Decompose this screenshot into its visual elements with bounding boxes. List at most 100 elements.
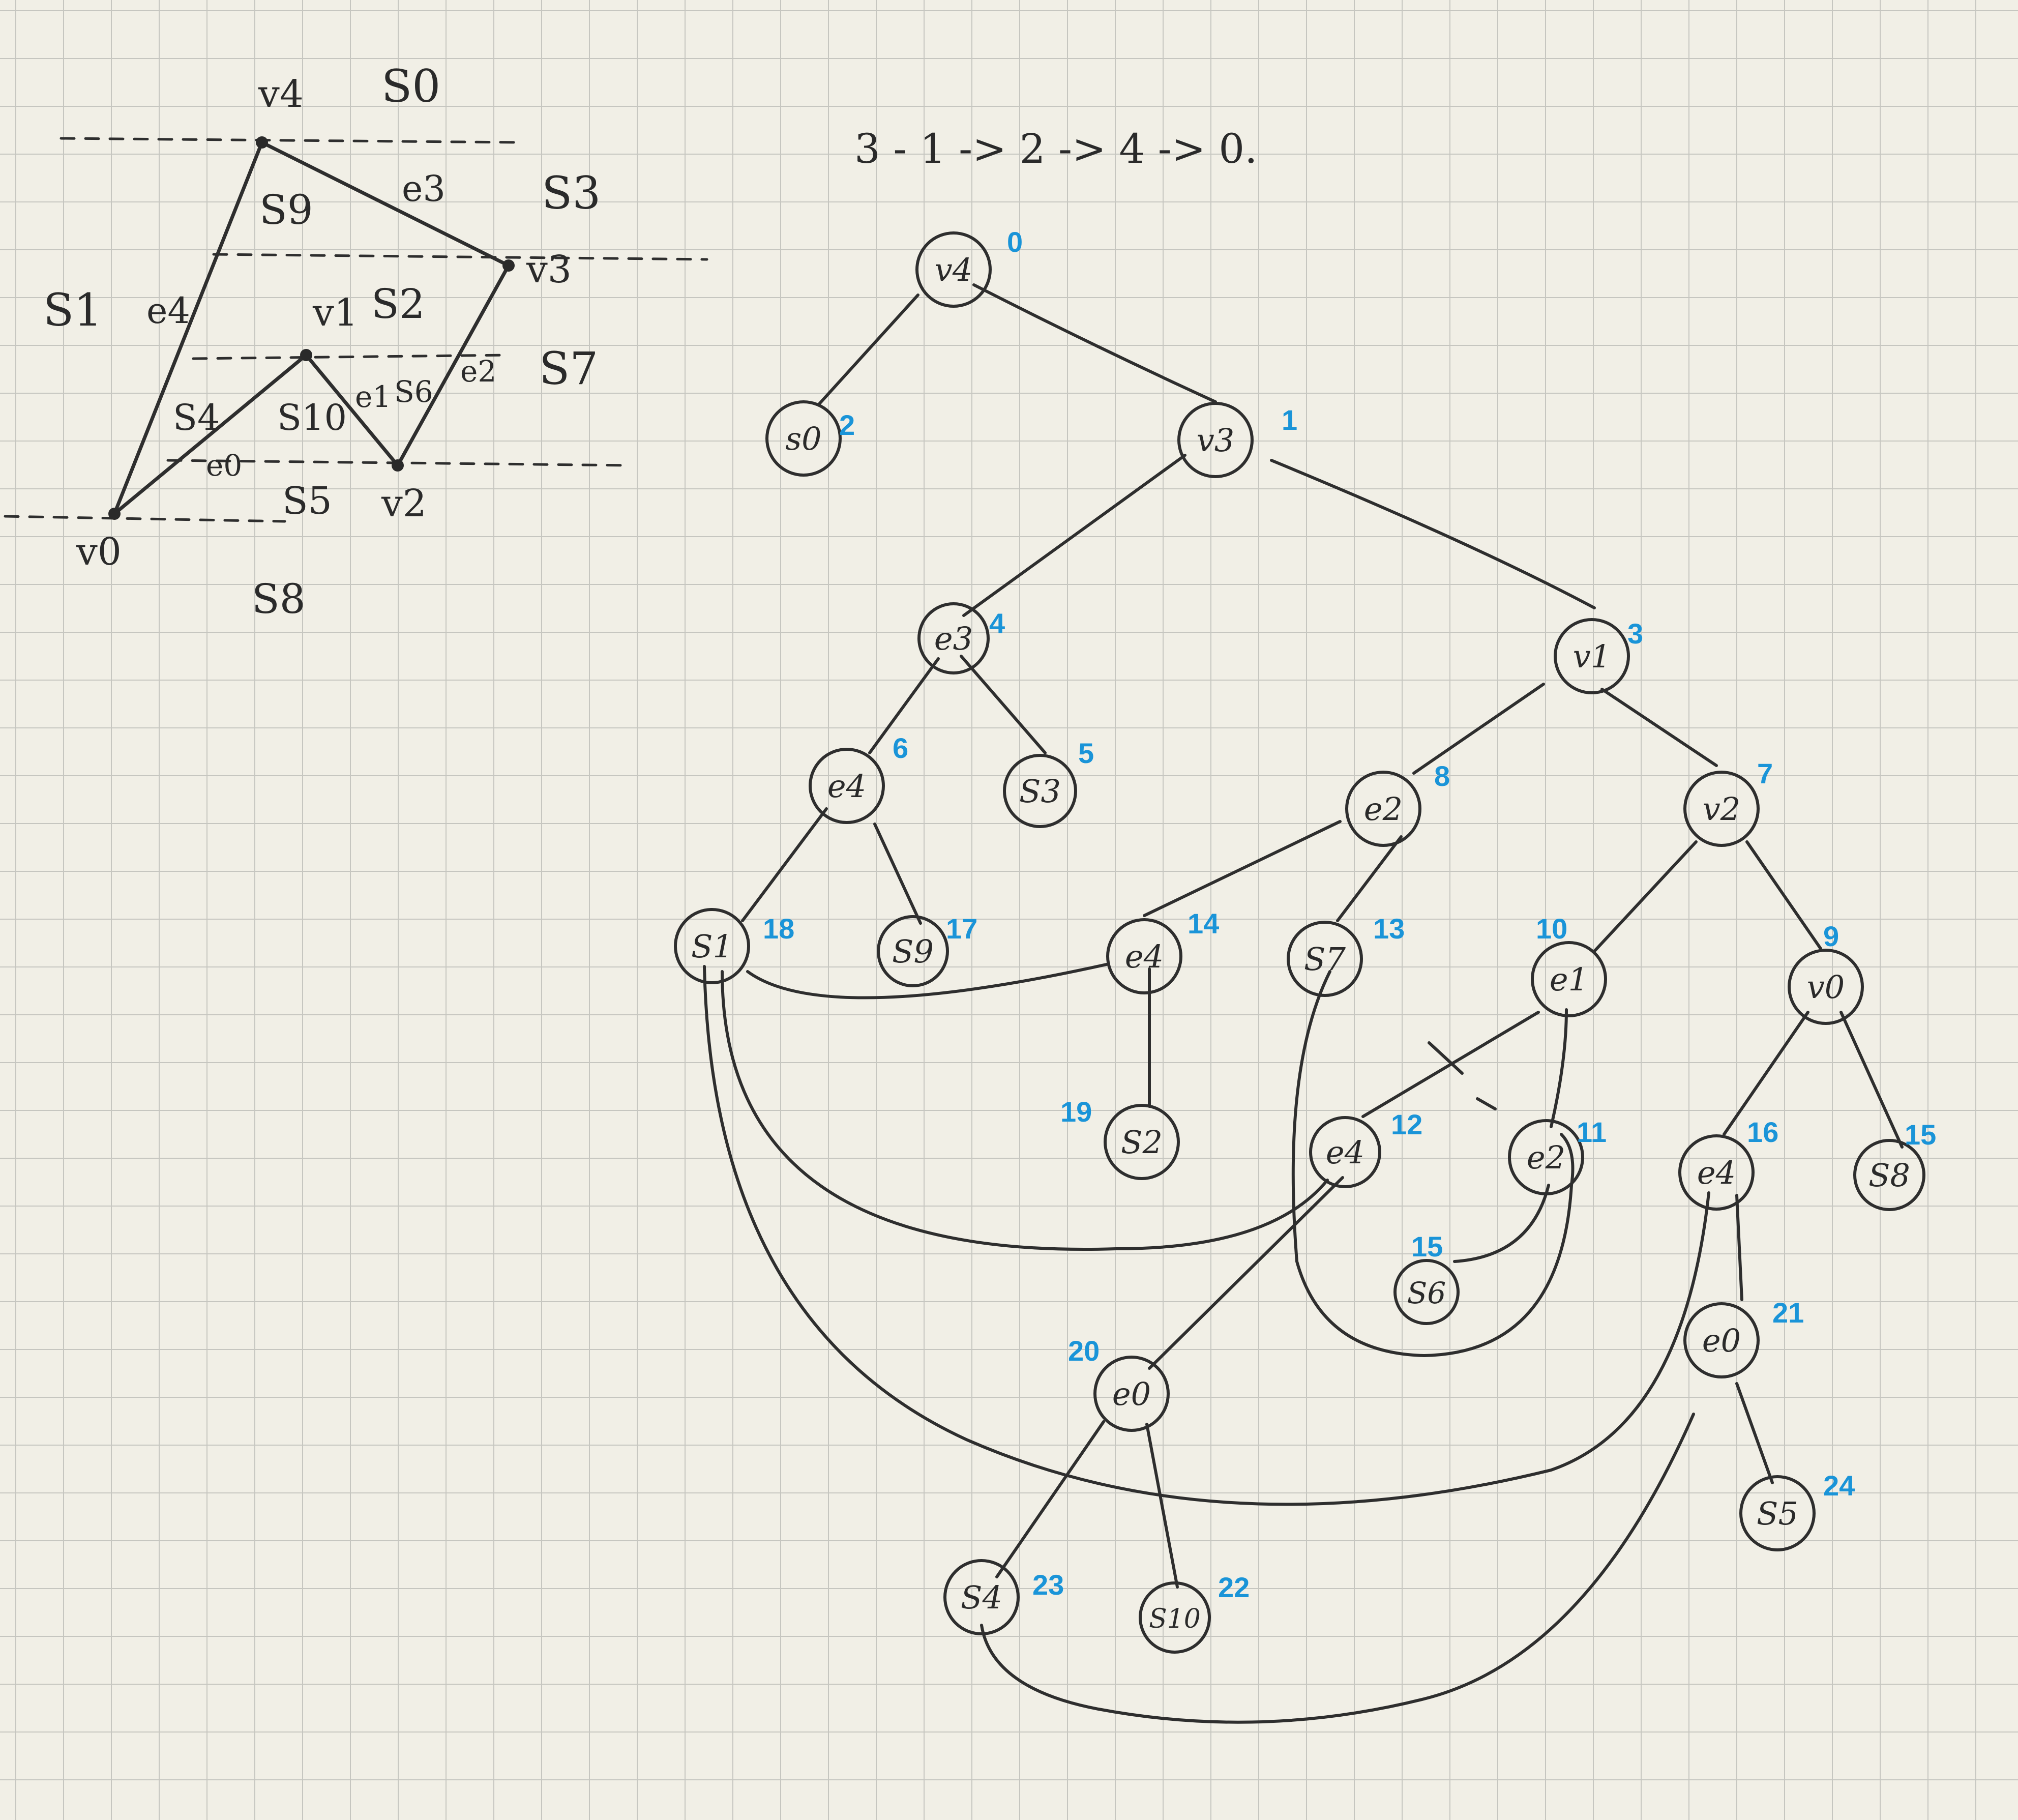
node-index: 3 [1627, 618, 1643, 650]
node-label: S4 [961, 1579, 1002, 1616]
node-circle-v2-7 [1683, 771, 1760, 847]
node-circle-v4-0 [915, 231, 992, 308]
node-circle-S2-19 [1104, 1104, 1180, 1180]
tree: v4 s0 v3 e3 v1 e4 S3 e2 v2 S1 S9 e4 S7 e… [674, 226, 1936, 1724]
node-index: 20 [1068, 1335, 1100, 1367]
node-index: 21 [1772, 1297, 1804, 1329]
region-label-S0: S0 [381, 60, 440, 112]
node-circle-S4-23 [943, 1559, 1020, 1635]
polygon-edges [112, 140, 511, 516]
node-label: e0 [1112, 1375, 1151, 1413]
vertex-label-v2: v2 [381, 482, 427, 525]
region-label-S1: S1 [43, 284, 102, 336]
node-index: 8 [1434, 760, 1450, 792]
node-index: 7 [1757, 757, 1773, 789]
node-label: S2 [1121, 1124, 1163, 1161]
node-label: v2 [1703, 790, 1740, 828]
node-circle-S10-22 [1139, 1581, 1211, 1654]
node-label: e4 [1697, 1154, 1736, 1191]
node-label: v3 [1197, 422, 1234, 459]
node-index: 15 [1905, 1119, 1936, 1151]
node-label: e0 [1702, 1322, 1741, 1359]
node-index: 18 [763, 913, 794, 945]
polygon-sketch: v4 v3 v1 v2 v0 e3 e4 e1 e2 e0 S0 S3 S9 S… [4, 60, 708, 623]
node-circle-e1-10 [1531, 941, 1607, 1017]
node-index: 9 [1823, 920, 1839, 952]
node-index: 0 [1007, 226, 1023, 258]
node-circle-S8-15 [1853, 1139, 1925, 1211]
node-label: v4 [935, 251, 972, 288]
tree-edges [703, 283, 1904, 1724]
node-index: 10 [1536, 913, 1567, 945]
node-index: 17 [946, 913, 977, 945]
node-circle-e4-16 [1678, 1134, 1755, 1211]
node-label: S5 [1757, 1495, 1798, 1532]
node-index: 24 [1823, 1470, 1855, 1502]
node-label: S3 [1019, 773, 1061, 810]
node-label: S7 [1304, 941, 1346, 978]
vertex-label-v0: v0 [76, 530, 122, 574]
region-label-S3: S3 [542, 167, 601, 219]
vertex-label-v1: v1 [312, 291, 358, 335]
node-circle-S9-17 [877, 915, 949, 987]
node-circle-v0-9 [1788, 949, 1864, 1025]
node-label: S10 [1149, 1604, 1201, 1634]
node-circle-e2-8 [1345, 771, 1421, 847]
region-label-S4: S4 [173, 397, 220, 438]
node-index: 1 [1282, 404, 1297, 436]
node-label: S9 [892, 933, 934, 970]
edge-label-e0: e0 [206, 448, 242, 483]
node-label: S1 [691, 928, 733, 965]
node-circle-S7-13 [1287, 921, 1363, 997]
vertex-label-v3: v3 [526, 248, 572, 291]
region-label-S8: S8 [252, 575, 306, 623]
node-circle-S3-5 [1003, 754, 1077, 828]
node-circle-e4-14 [1106, 918, 1182, 994]
node-label: e2 [1364, 790, 1403, 828]
node-circle-e0-21 [1683, 1302, 1760, 1378]
node-label: v1 [1573, 638, 1611, 675]
node-index: 14 [1188, 907, 1219, 940]
edge-label-e1: e1 [355, 379, 391, 414]
node-label: v0 [1807, 968, 1845, 1006]
node-index: 16 [1747, 1116, 1778, 1148]
node-index: 5 [1078, 737, 1094, 769]
node-index: 13 [1373, 913, 1405, 945]
region-label-S6: S6 [394, 374, 433, 409]
node-label: S6 [1407, 1276, 1446, 1310]
node-index: 22 [1218, 1571, 1250, 1603]
node-circle-S6-15 [1393, 1259, 1460, 1325]
edge-label-e4: e4 [146, 290, 190, 332]
node-circle-e2-11 [1508, 1119, 1584, 1195]
node-index: 6 [893, 732, 908, 764]
region-label-S10: S10 [277, 397, 347, 438]
node-circle-e3-4 [917, 602, 990, 674]
edge-label-e3: e3 [402, 168, 446, 210]
node-index: 23 [1032, 1569, 1064, 1601]
node-circle-S1-18 [674, 908, 750, 984]
node-index: 15 [1411, 1230, 1443, 1263]
node-circle-s0-2 [765, 400, 842, 477]
node-circle-e4-6 [809, 748, 885, 824]
node-circle-S5-24 [1739, 1475, 1816, 1551]
node-circle-v1-3 [1554, 618, 1630, 694]
node-circle-v3-1 [1177, 402, 1254, 478]
region-label-S9: S9 [259, 186, 313, 233]
node-label: S8 [1868, 1157, 1910, 1194]
polygon-vertices [108, 136, 515, 520]
node-circle-e0-20 [1093, 1356, 1170, 1432]
node-index: 11 [1577, 1116, 1607, 1148]
node-index: 12 [1391, 1108, 1422, 1140]
region-label-S7: S7 [539, 342, 598, 395]
node-index: 19 [1060, 1096, 1092, 1128]
tree-nodes [674, 231, 1925, 1654]
node-index: 4 [989, 607, 1005, 639]
node-label: e4 [1125, 938, 1164, 975]
node-circle-e4-12 [1309, 1116, 1381, 1188]
tree-node-labels: v4 s0 v3 e3 v1 e4 S3 e2 v2 S1 S9 e4 S7 e… [691, 251, 1910, 1634]
order-note: 3 - 1 -> 2 -> 4 -> 0. [854, 125, 1258, 172]
node-label: s0 [785, 420, 821, 457]
node-index: 2 [839, 409, 855, 441]
node-label: e2 [1527, 1139, 1565, 1176]
